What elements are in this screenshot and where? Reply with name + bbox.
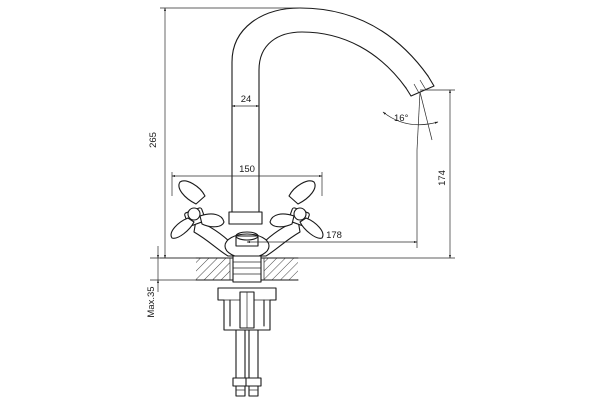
dim-150-label: 150 <box>239 164 255 175</box>
dim-16deg-label: 16° <box>394 113 409 124</box>
dim-24-label: 24 <box>241 94 252 105</box>
dim-max35-label: Max.35 <box>146 286 157 317</box>
mounting-shank <box>217 255 277 331</box>
dimension-spout-reach: 178 <box>246 150 418 248</box>
dimension-spout-diameter: 24 <box>231 94 260 108</box>
dimension-handle-spacing: 150 <box>171 164 323 196</box>
spout <box>228 7 435 225</box>
dim-178-label: 178 <box>326 230 342 241</box>
dimension-spout-angle: 16° <box>382 91 439 151</box>
dim-265-label: 265 <box>148 132 159 148</box>
dimension-max-mount: Max.35 <box>146 246 196 318</box>
flexible-hoses <box>232 329 262 397</box>
dimension-spout-height: 174 <box>298 89 455 259</box>
dim-174-label: 174 <box>437 170 448 186</box>
left-handle <box>170 180 225 239</box>
right-handle <box>269 180 324 239</box>
